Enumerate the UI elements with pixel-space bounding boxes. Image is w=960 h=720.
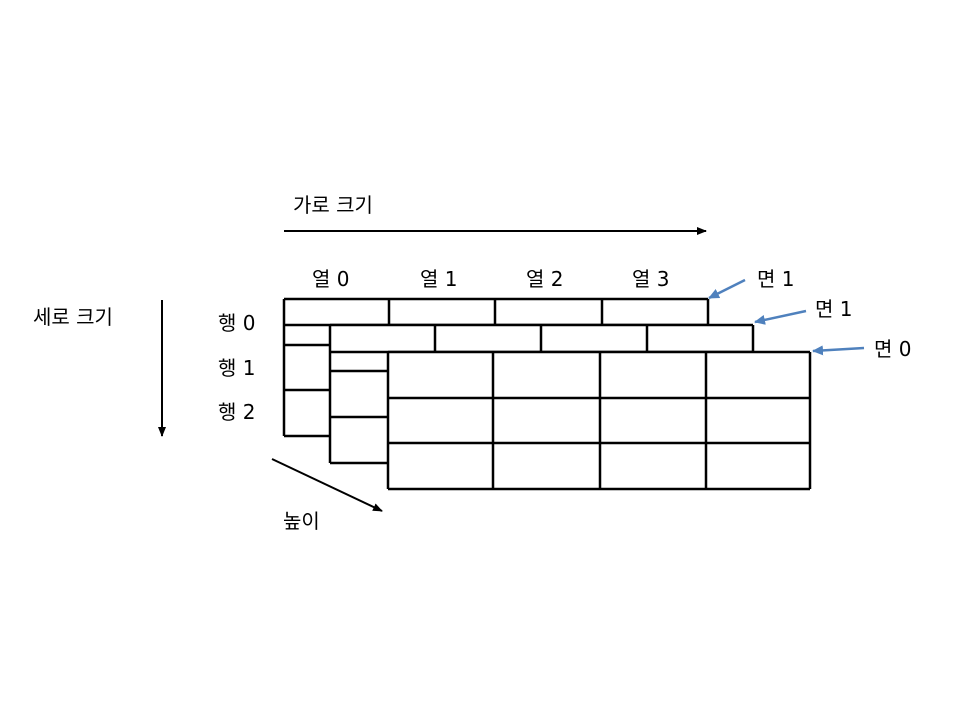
depth-axis-arrow xyxy=(271,458,383,512)
row-label: 행 0 xyxy=(218,311,256,335)
row-label: 행 2 xyxy=(218,400,256,424)
plane-pointer-arrow-middle xyxy=(754,309,807,325)
height-label: 세로 크기 xyxy=(33,305,113,329)
plane-label: 면 1 xyxy=(815,297,853,321)
row-label: 행 1 xyxy=(218,356,256,380)
depth-label: 높이 xyxy=(283,509,320,533)
plane-label: 면 0 xyxy=(874,337,912,361)
column-label: 열 2 xyxy=(526,267,564,291)
plane-pointer-arrow-front xyxy=(812,345,865,356)
width-label: 가로 크기 xyxy=(293,193,373,217)
column-label: 열 3 xyxy=(632,267,670,291)
plane-label: 면 1 xyxy=(757,267,795,291)
plane-pointer-arrow-back xyxy=(708,278,746,300)
column-label: 열 0 xyxy=(312,267,350,291)
column-label: 열 1 xyxy=(420,267,458,291)
grid-layer-front xyxy=(386,350,812,491)
